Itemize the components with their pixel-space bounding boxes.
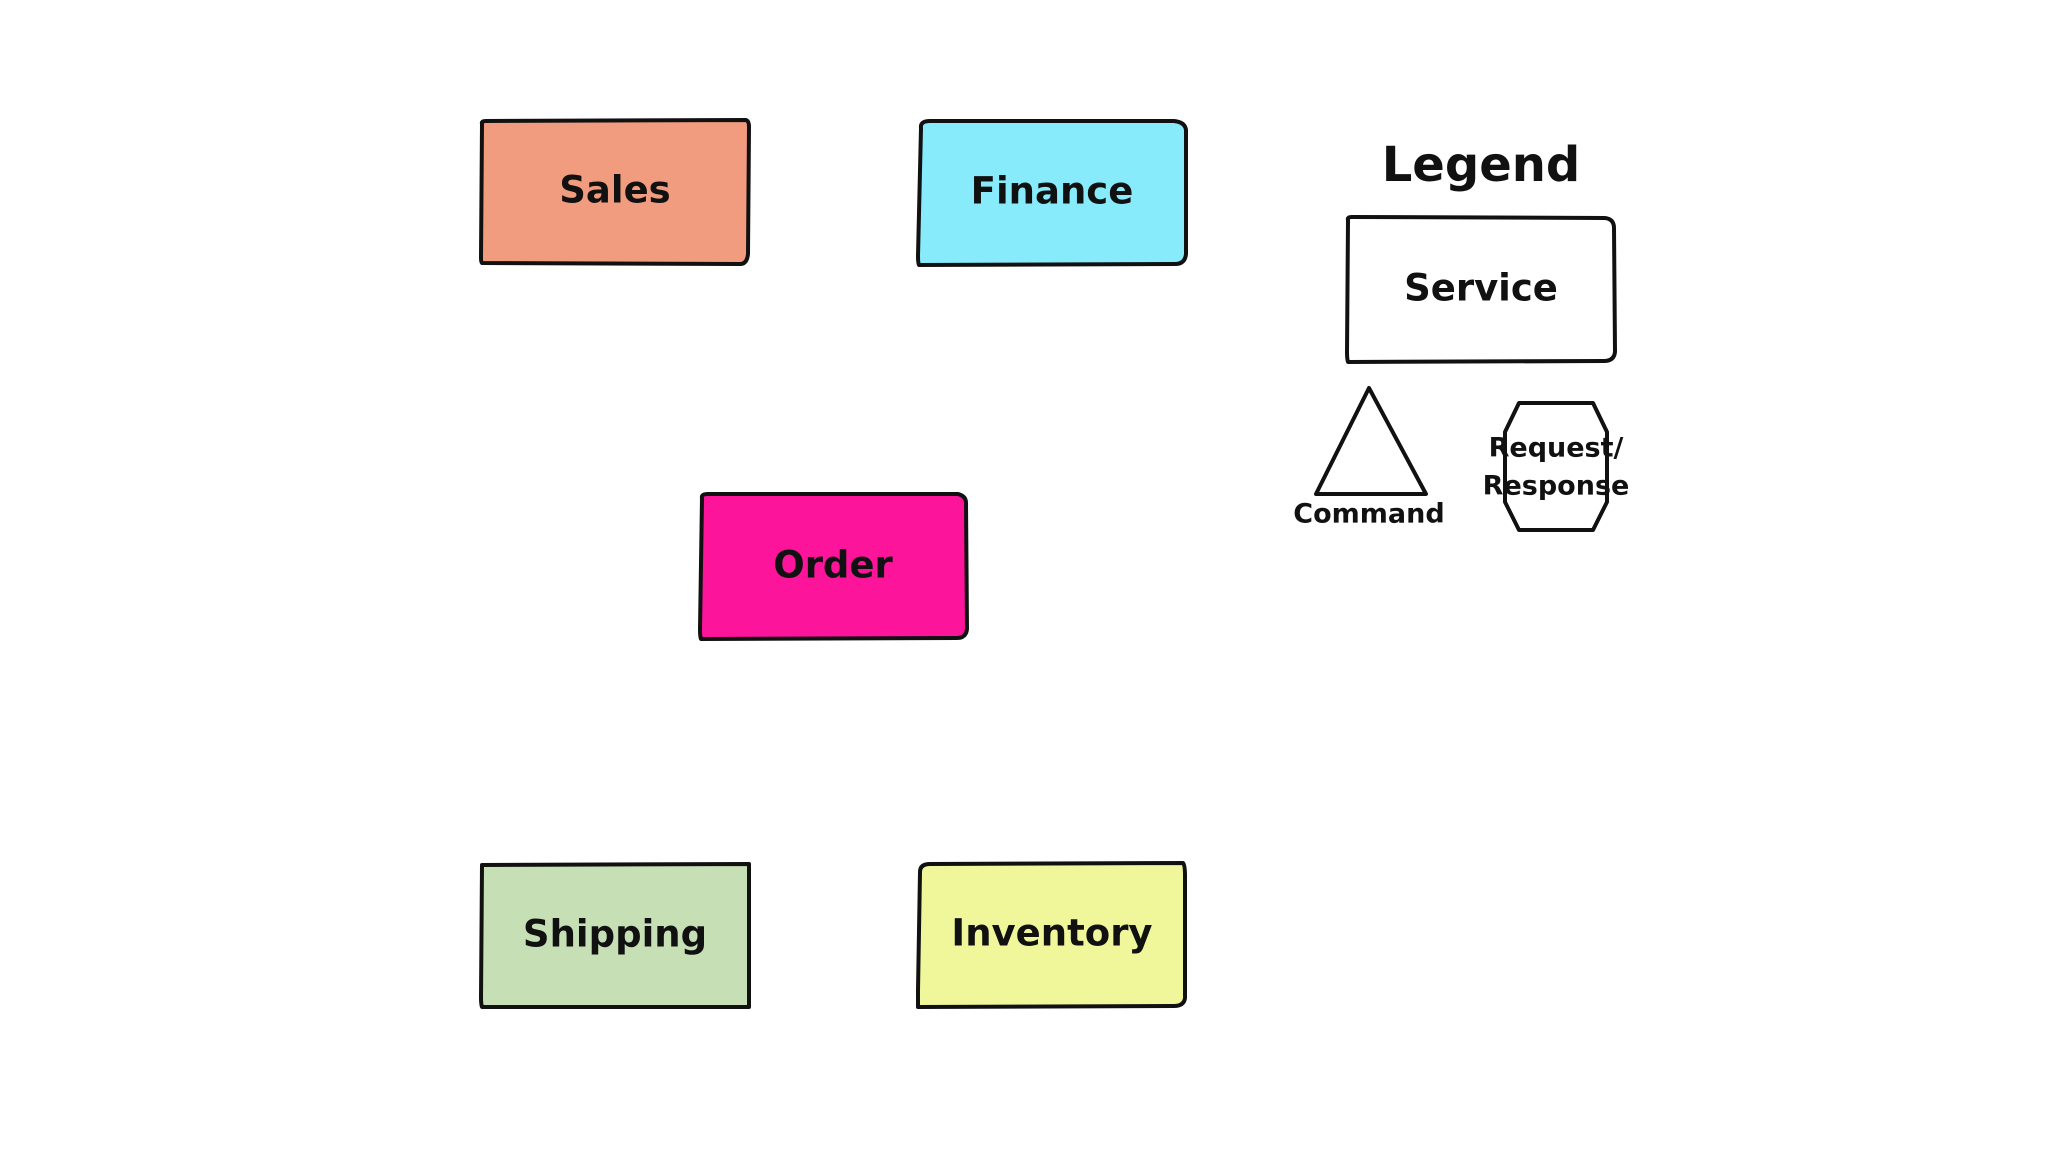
service-box-shipping-shape xyxy=(479,862,751,1009)
service-box-order-shape xyxy=(698,492,969,641)
legend-request-response-label-line1: Request/ xyxy=(1489,433,1624,464)
legend: Legend Service Command Request/ Response xyxy=(1293,137,1630,532)
legend-command-sample: Command xyxy=(1293,386,1445,530)
legend-title: Legend xyxy=(1382,137,1581,193)
legend-command-label: Command xyxy=(1293,499,1444,530)
service-label-sales: Sales xyxy=(559,169,670,212)
service-box-order[interactable]: Order xyxy=(698,492,969,641)
service-box-shipping[interactable]: Shipping xyxy=(479,862,751,1009)
legend-request-response-hexagon xyxy=(1503,401,1609,532)
legend-command-triangle xyxy=(1314,386,1428,496)
service-box-finance-shape xyxy=(916,119,1188,267)
service-box-inventory-shape xyxy=(916,861,1187,1009)
service-box-finance[interactable]: Finance xyxy=(916,119,1188,267)
legend-request-response-sample: Request/ Response xyxy=(1483,401,1630,532)
service-label-finance: Finance xyxy=(971,170,1134,213)
service-box-sales[interactable]: Sales xyxy=(479,118,751,266)
service-label-inventory: Inventory xyxy=(951,912,1152,955)
service-box-sales-shape xyxy=(479,118,751,266)
legend-request-response-label-line2: Response xyxy=(1483,471,1630,502)
service-label-shipping: Shipping xyxy=(523,913,707,956)
service-box-inventory[interactable]: Inventory xyxy=(916,861,1187,1009)
legend-service-box xyxy=(1345,215,1617,364)
service-label-order: Order xyxy=(773,544,893,587)
legend-service-sample: Service xyxy=(1345,215,1617,364)
legend-service-label: Service xyxy=(1404,267,1558,310)
